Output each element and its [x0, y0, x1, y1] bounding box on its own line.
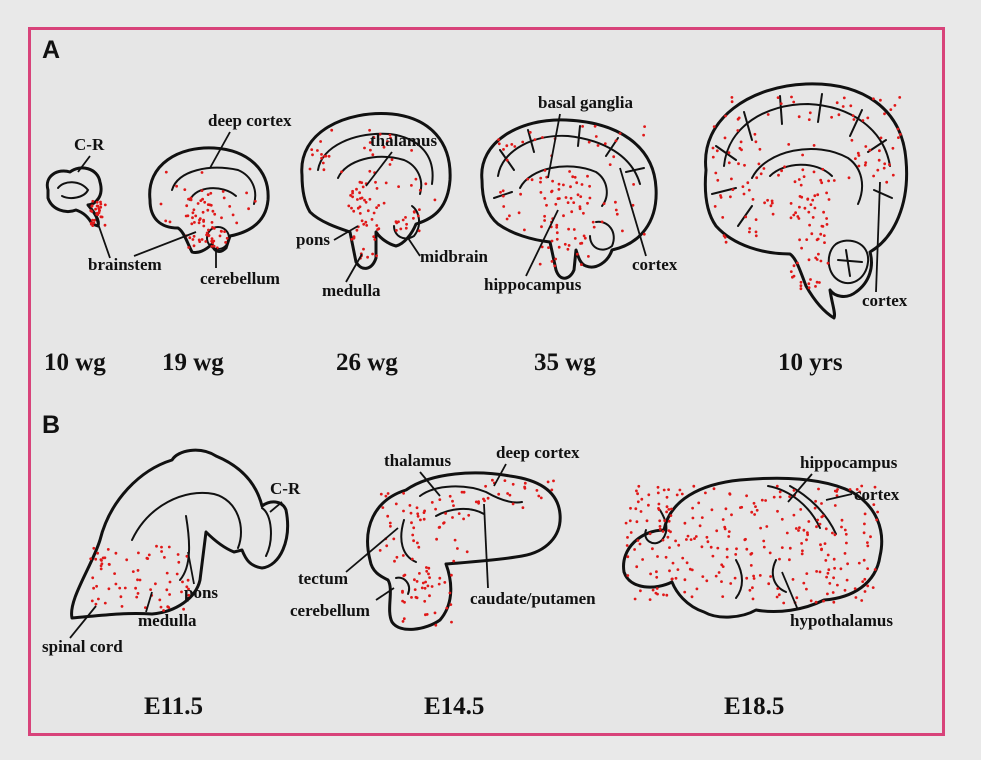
label-e14-deep-cortex: deep cortex: [496, 443, 580, 462]
stage-title-35wg: 35 wg: [534, 349, 596, 376]
label-e14-caudate-putamen: caudate/putamen: [470, 589, 596, 608]
label-e11-medulla: medulla: [138, 611, 197, 630]
panel-a-letter: A: [42, 36, 60, 64]
brain-e18-5: [624, 478, 882, 617]
stipple-dots: [379, 491, 470, 563]
label-10wg-brainstem: brainstem: [88, 255, 162, 274]
label-10wg-cr: C-R: [74, 135, 105, 154]
leader-35wg-hippocampus: [526, 210, 558, 276]
stage-title-10wg: 10 wg: [44, 349, 106, 376]
stipple-dots: [475, 479, 555, 509]
label-19wg-cerebellum: cerebellum: [200, 269, 280, 288]
label-e18-hippocampus: hippocampus: [800, 453, 898, 472]
stage-title-e11-5: E11.5: [144, 693, 203, 720]
brain-19wg: [150, 148, 268, 253]
label-e14-tectum: tectum: [298, 569, 348, 588]
label-e11-spinal-cord: spinal cord: [42, 637, 123, 656]
stipple-dots: [89, 545, 190, 612]
panel-b-letter: B: [42, 411, 60, 439]
stage-title-e18-5: E18.5: [724, 693, 784, 720]
label-e14-thalamus: thalamus: [384, 451, 451, 470]
label-19wg-deep-cortex: deep cortex: [208, 111, 292, 130]
label-35wg-hippocampus: hippocampus: [484, 275, 582, 294]
stage-title-19wg: 19 wg: [162, 349, 224, 376]
stipple-dots: [160, 171, 257, 229]
label-e18-cortex: cortex: [854, 485, 900, 504]
label-e11-cr: C-R: [270, 479, 301, 498]
label-35wg-cortex: cortex: [632, 255, 678, 274]
brain-10wg: [47, 168, 106, 227]
leader-26wg-midbrain: [408, 238, 420, 256]
leader-e11-spinal-cord: [70, 606, 96, 638]
leader-e14-caudate-putamen: [484, 504, 488, 588]
stage-title-e14-5: E14.5: [424, 693, 484, 720]
label-26wg-thalamus: thalamus: [370, 131, 437, 150]
stage-title-10yrs: 10 yrs: [778, 349, 843, 376]
leader-e11-medulla: [146, 592, 152, 612]
label-26wg-pons: pons: [296, 230, 330, 249]
brain-e11-5: [72, 450, 288, 618]
stipple-dots: [539, 175, 591, 267]
label-e18-hypothalamus: hypothalamus: [790, 611, 893, 630]
stipple-dots: [714, 185, 775, 243]
label-26wg-medulla: medulla: [322, 281, 381, 300]
label-26wg-midbrain: midbrain: [420, 247, 489, 266]
leader-10wg-brainstem: [96, 218, 110, 258]
label-35wg-basal-ganglia: basal ganglia: [538, 93, 633, 112]
leader-e18-cortex: [826, 494, 852, 500]
leader-10yrs-cortex: [876, 182, 880, 292]
stipple-dots: [712, 96, 902, 185]
stage-title-26wg: 26 wg: [336, 349, 398, 376]
stipple-dots: [790, 180, 831, 291]
label-e14-cerebellum: cerebellum: [290, 601, 370, 620]
label-10yrs-cortex: cortex: [862, 291, 908, 310]
label-e11-pons: pons: [184, 583, 218, 602]
stipple-dots: [401, 566, 453, 627]
